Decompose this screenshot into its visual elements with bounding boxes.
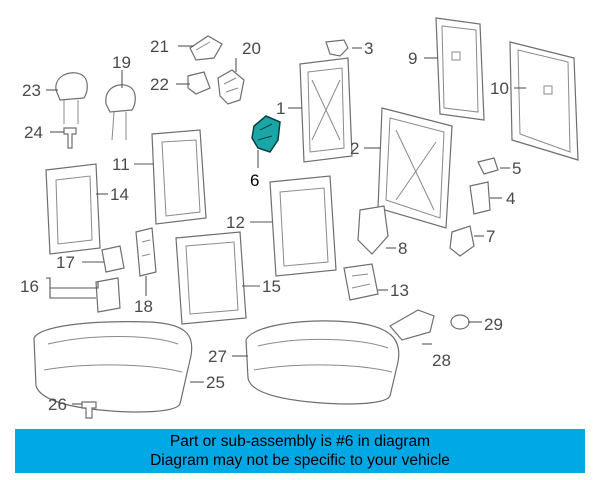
- part-15: [175, 231, 247, 325]
- part-8: [357, 205, 389, 255]
- part-24: [63, 127, 77, 149]
- callout-25: 25: [206, 373, 225, 392]
- callout-18: 18: [134, 297, 153, 316]
- part-20: [217, 69, 245, 105]
- part-21: [189, 35, 223, 61]
- callout-14: 14: [110, 185, 129, 204]
- part-9: [435, 17, 485, 121]
- part-22: [187, 71, 211, 95]
- part-7: [449, 225, 475, 257]
- part-27: [245, 320, 400, 405]
- callout-29: 29: [484, 315, 503, 334]
- callout-7: 7: [486, 227, 495, 246]
- part-12: [269, 175, 337, 277]
- part-5: [477, 157, 499, 175]
- callout-6: 6: [250, 171, 259, 190]
- leader-lines: [46, 45, 526, 405]
- part-11: [151, 129, 207, 225]
- banner-line-2: Diagram may not be specific to your vehi…: [150, 452, 450, 469]
- parts-diagram: 21 20 3 9 22 19 23 10 1 24 2 11 5 6 14 4…: [20, 17, 579, 419]
- part-19: [105, 84, 136, 141]
- callout-10: 10: [490, 79, 509, 98]
- callout-2: 2: [350, 139, 359, 158]
- callout-9: 9: [408, 49, 417, 68]
- callout-23: 23: [22, 81, 41, 100]
- callout-17: 17: [56, 253, 75, 272]
- callout-13: 13: [390, 281, 409, 300]
- callout-27: 27: [208, 347, 227, 366]
- callouts: 21 20 3 9 22 19 23 10 1 24 2 11 5 6 14 4…: [20, 37, 521, 414]
- part-6: [251, 115, 281, 153]
- part-17: [101, 245, 125, 273]
- callout-8: 8: [398, 239, 407, 258]
- part-2: [377, 107, 453, 229]
- part-13: [343, 263, 379, 301]
- part-3: [325, 39, 349, 57]
- banner-line-1: Part or sub-assembly is #6 in diagram: [169, 433, 431, 450]
- callout-21: 21: [150, 37, 169, 56]
- part-18: [135, 227, 157, 277]
- part-1: [299, 57, 353, 163]
- part-10: [509, 41, 579, 161]
- part-26: [81, 401, 97, 419]
- info-banner: Part or sub-assembly is #6 in diagram Di…: [15, 429, 585, 473]
- callout-22: 22: [150, 75, 169, 94]
- callout-4: 4: [506, 189, 515, 208]
- callout-24: 24: [24, 123, 43, 142]
- callout-1: 1: [276, 99, 285, 118]
- callout-26: 26: [48, 395, 67, 414]
- callout-3: 3: [364, 39, 373, 58]
- part-23: [55, 72, 88, 124]
- callout-11: 11: [112, 155, 130, 174]
- callout-19: 19: [112, 53, 131, 72]
- callout-15: 15: [262, 277, 281, 296]
- part-14: [45, 163, 101, 255]
- part-28: [389, 309, 435, 341]
- part-16: [95, 277, 121, 313]
- part-29: [450, 314, 470, 330]
- callout-16: 16: [20, 277, 39, 296]
- callout-20: 20: [242, 39, 261, 58]
- callout-5: 5: [512, 159, 521, 178]
- part-25: [33, 321, 193, 413]
- callout-28: 28: [432, 351, 451, 370]
- part-4: [469, 181, 491, 215]
- callout-12: 12: [226, 213, 245, 232]
